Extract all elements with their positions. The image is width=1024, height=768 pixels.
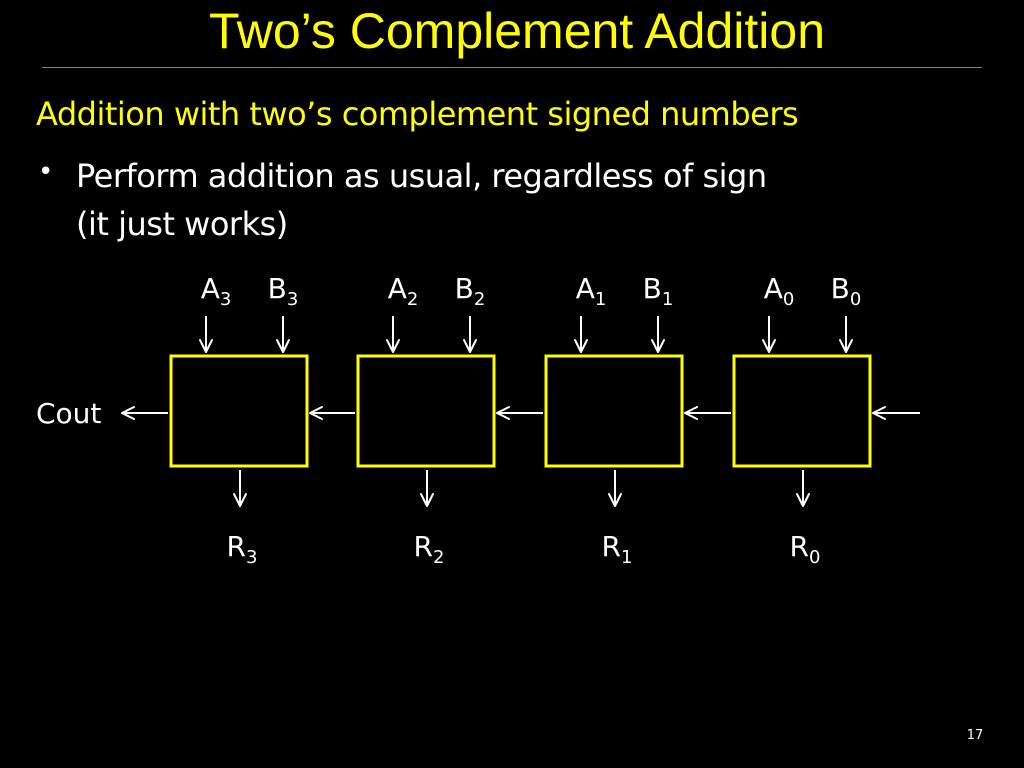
input-label-a0-subscript: 0 [783,289,794,310]
section-heading: Addition with two’s complement signed nu… [36,95,799,133]
carry-out-label: Cout [36,397,101,430]
input-label-b2: B2 [455,272,486,310]
output-label-r1-subscript: 1 [621,547,632,568]
input-label-a0-letter: A [764,272,783,305]
input-label-a2-subscript: 2 [407,289,418,310]
output-label-r0-letter: R [790,530,809,563]
output-label-r3-letter: R [227,530,246,563]
output-label-r2: R2 [414,530,445,568]
output-label-r3: R3 [227,530,258,568]
bullet-item: Perform addition as usual, regardless of… [76,152,767,248]
output-label-r1: R1 [602,530,633,568]
title-divider [42,67,982,68]
adder-box-bit-2 [356,354,496,468]
input-label-b3: B3 [268,272,299,310]
input-label-a0: A0 [764,272,795,310]
input-label-b1-subscript: 1 [662,289,673,310]
output-label-r3-subscript: 3 [246,547,257,568]
input-label-b3-letter: B [268,272,287,305]
adder-box-bit-0 [732,354,872,468]
output-label-r1-letter: R [602,530,621,563]
input-label-a1: A1 [576,272,607,310]
bullet-line-2: (it just works) [76,205,288,243]
output-label-r0-subscript: 0 [809,547,820,568]
slide-number: 17 [966,728,984,743]
input-label-b1: B1 [643,272,674,310]
adder-box-bit-1 [544,354,684,468]
input-label-b3-subscript: 3 [287,289,298,310]
input-label-b2-letter: B [455,272,474,305]
input-label-a3-subscript: 3 [220,289,231,310]
output-label-r0: R0 [790,530,821,568]
input-label-a1-subscript: 1 [595,289,606,310]
input-label-a2-letter: A [388,272,407,305]
adder-box-bit-3 [169,354,309,468]
input-label-a2: A2 [388,272,419,310]
input-label-a3: A3 [201,272,232,310]
bullet-marker: • [38,157,54,187]
input-label-b2-subscript: 2 [474,289,485,310]
input-label-a3-letter: A [201,272,220,305]
input-label-b1-letter: B [643,272,662,305]
input-label-b0: B0 [831,272,862,310]
input-label-a1-letter: A [576,272,595,305]
output-label-r2-letter: R [414,530,433,563]
input-label-b0-letter: B [831,272,850,305]
input-label-b0-subscript: 0 [850,289,861,310]
bullet-line-1: Perform addition as usual, regardless of… [76,157,767,195]
output-label-r2-subscript: 2 [433,547,444,568]
slide-title: Two’s Complement Addition [208,3,826,59]
